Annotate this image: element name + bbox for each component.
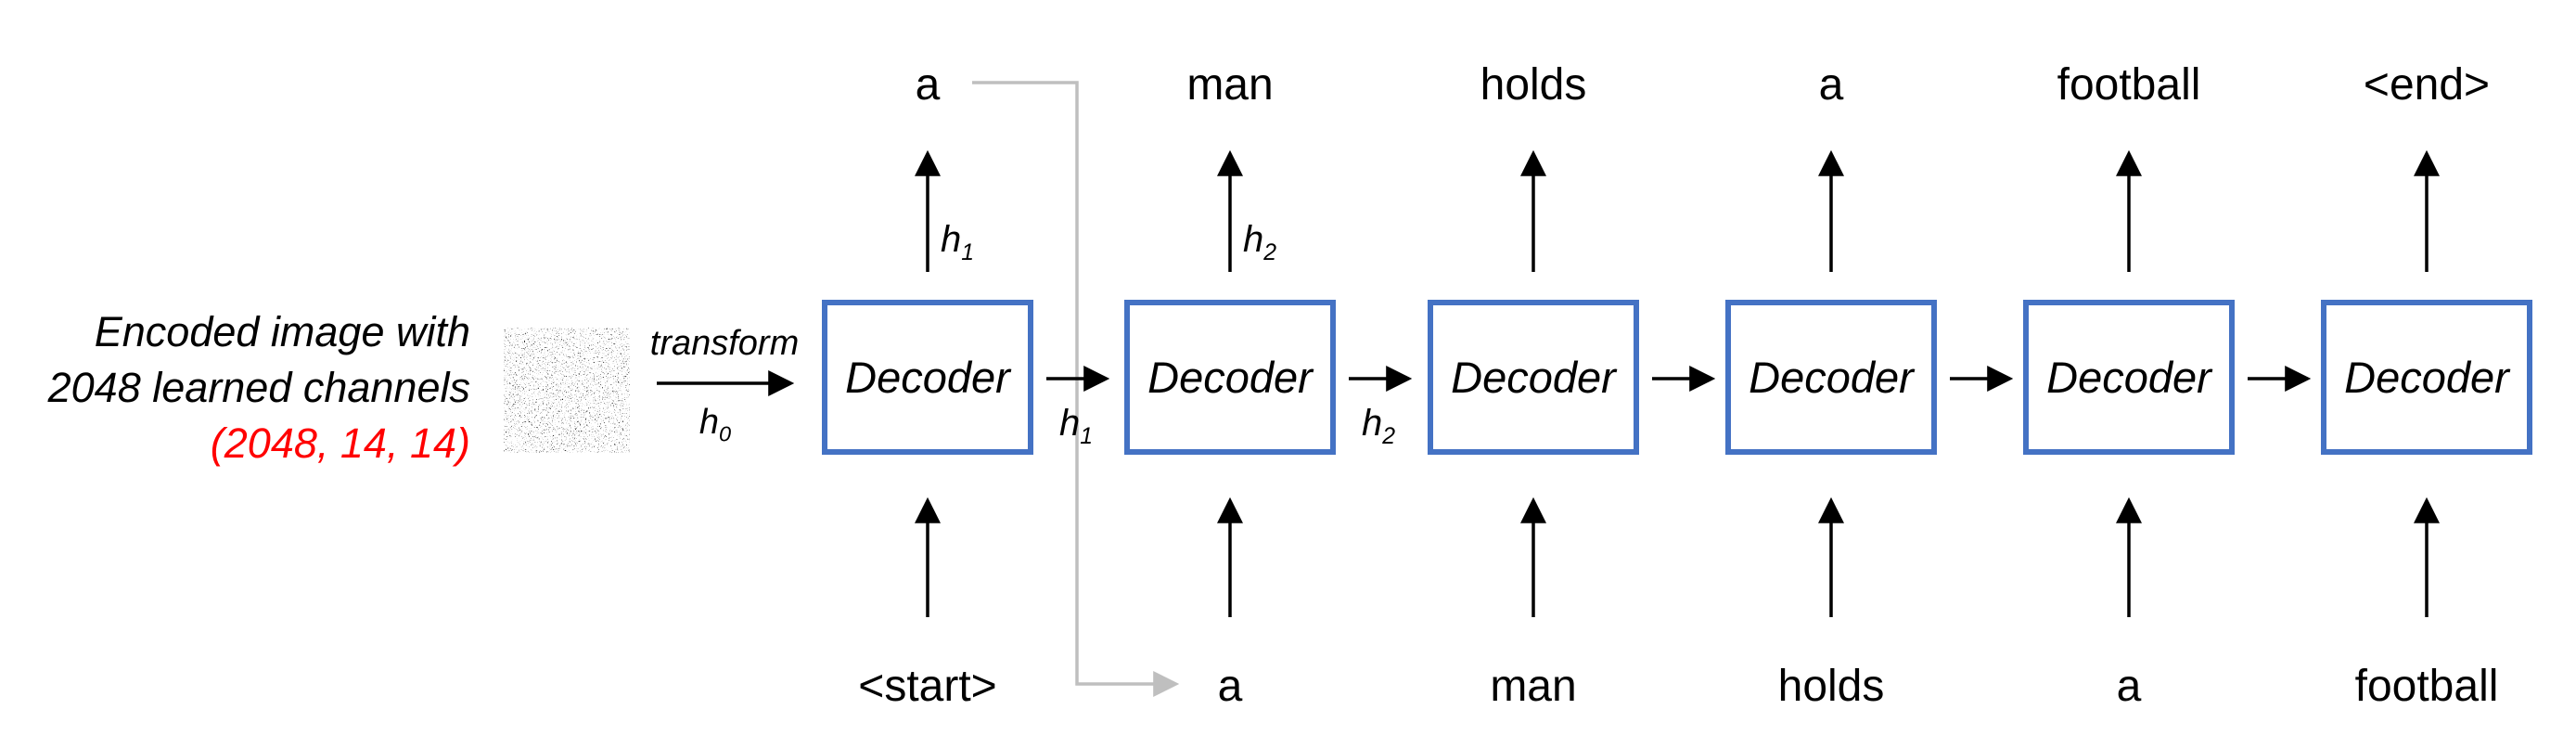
encoder-caption: Encoded image with 2048 learned channels… [0,304,470,471]
noise-image [504,328,630,453]
hidden-state-mid-label-1: h1 [1059,403,1093,450]
output-word-2: man [1186,60,1274,110]
decoder-box-3: Decoder [1428,300,1639,455]
output-word-3: holds [1480,60,1587,110]
hidden-state-top-label-2-sub: 2 [1263,240,1277,265]
decoder-box-4: Decoder [1725,300,1937,455]
input-word-4: holds [1777,662,1885,711]
decoder-box-6: Decoder [2321,300,2532,455]
decoder-box-label: Decoder [2344,353,2509,402]
transform-label: transform [649,324,800,363]
output-word-1: a [915,60,941,110]
input-word-2: a [1217,662,1243,711]
hidden-state-top-label-2: h2 [1243,219,1276,266]
h0-base: h [698,403,720,442]
decoder-box-label: Decoder [1451,353,1616,402]
decoder-box-5: Decoder [2023,300,2235,455]
decoder-box-label: Decoder [845,353,1010,402]
hidden-state-mid-label-1-sub: 1 [1080,424,1094,449]
hidden-state-top-label-2-base: h [1243,219,1264,260]
hidden-state-mid-label-1-base: h [1058,403,1081,444]
decoder-box-2: Decoder [1124,300,1336,455]
output-word-4: a [1818,60,1844,110]
feedback-arrow [972,81,1180,697]
decoder-box-1: Decoder [822,300,1033,455]
hidden-state-h0-label: h0 [699,403,731,447]
hidden-state-top-label-1-base: h [941,219,962,260]
output-word-6: <end> [2363,60,2491,110]
caption-line-3: (2048, 14, 14) [210,419,470,467]
input-word-6: football [2354,662,2499,711]
input-word-3: man [1490,662,1577,711]
encoded-image-noise-thumbnail [504,328,630,458]
hidden-state-top-label-1-sub: 1 [961,240,975,265]
hidden-state-top-label-1: h1 [941,219,974,266]
input-word-1: <start> [858,662,997,711]
noise-speckles [504,328,630,453]
hidden-state-mid-label-2: h2 [1362,403,1395,450]
caption-line-2: 2048 learned channels [47,364,470,411]
caption-line-1: Encoded image with [94,308,470,355]
input-word-5: a [2116,662,2142,711]
hidden-state-mid-label-2-base: h [1361,403,1383,444]
output-word-5: football [2057,60,2201,110]
hidden-state-mid-label-2-sub: 2 [1382,424,1396,449]
decoder-box-label: Decoder [1147,353,1313,402]
decoder-box-label: Decoder [2046,353,2211,402]
h0-sub: 0 [719,421,732,446]
decoder-box-label: Decoder [1749,353,1914,402]
